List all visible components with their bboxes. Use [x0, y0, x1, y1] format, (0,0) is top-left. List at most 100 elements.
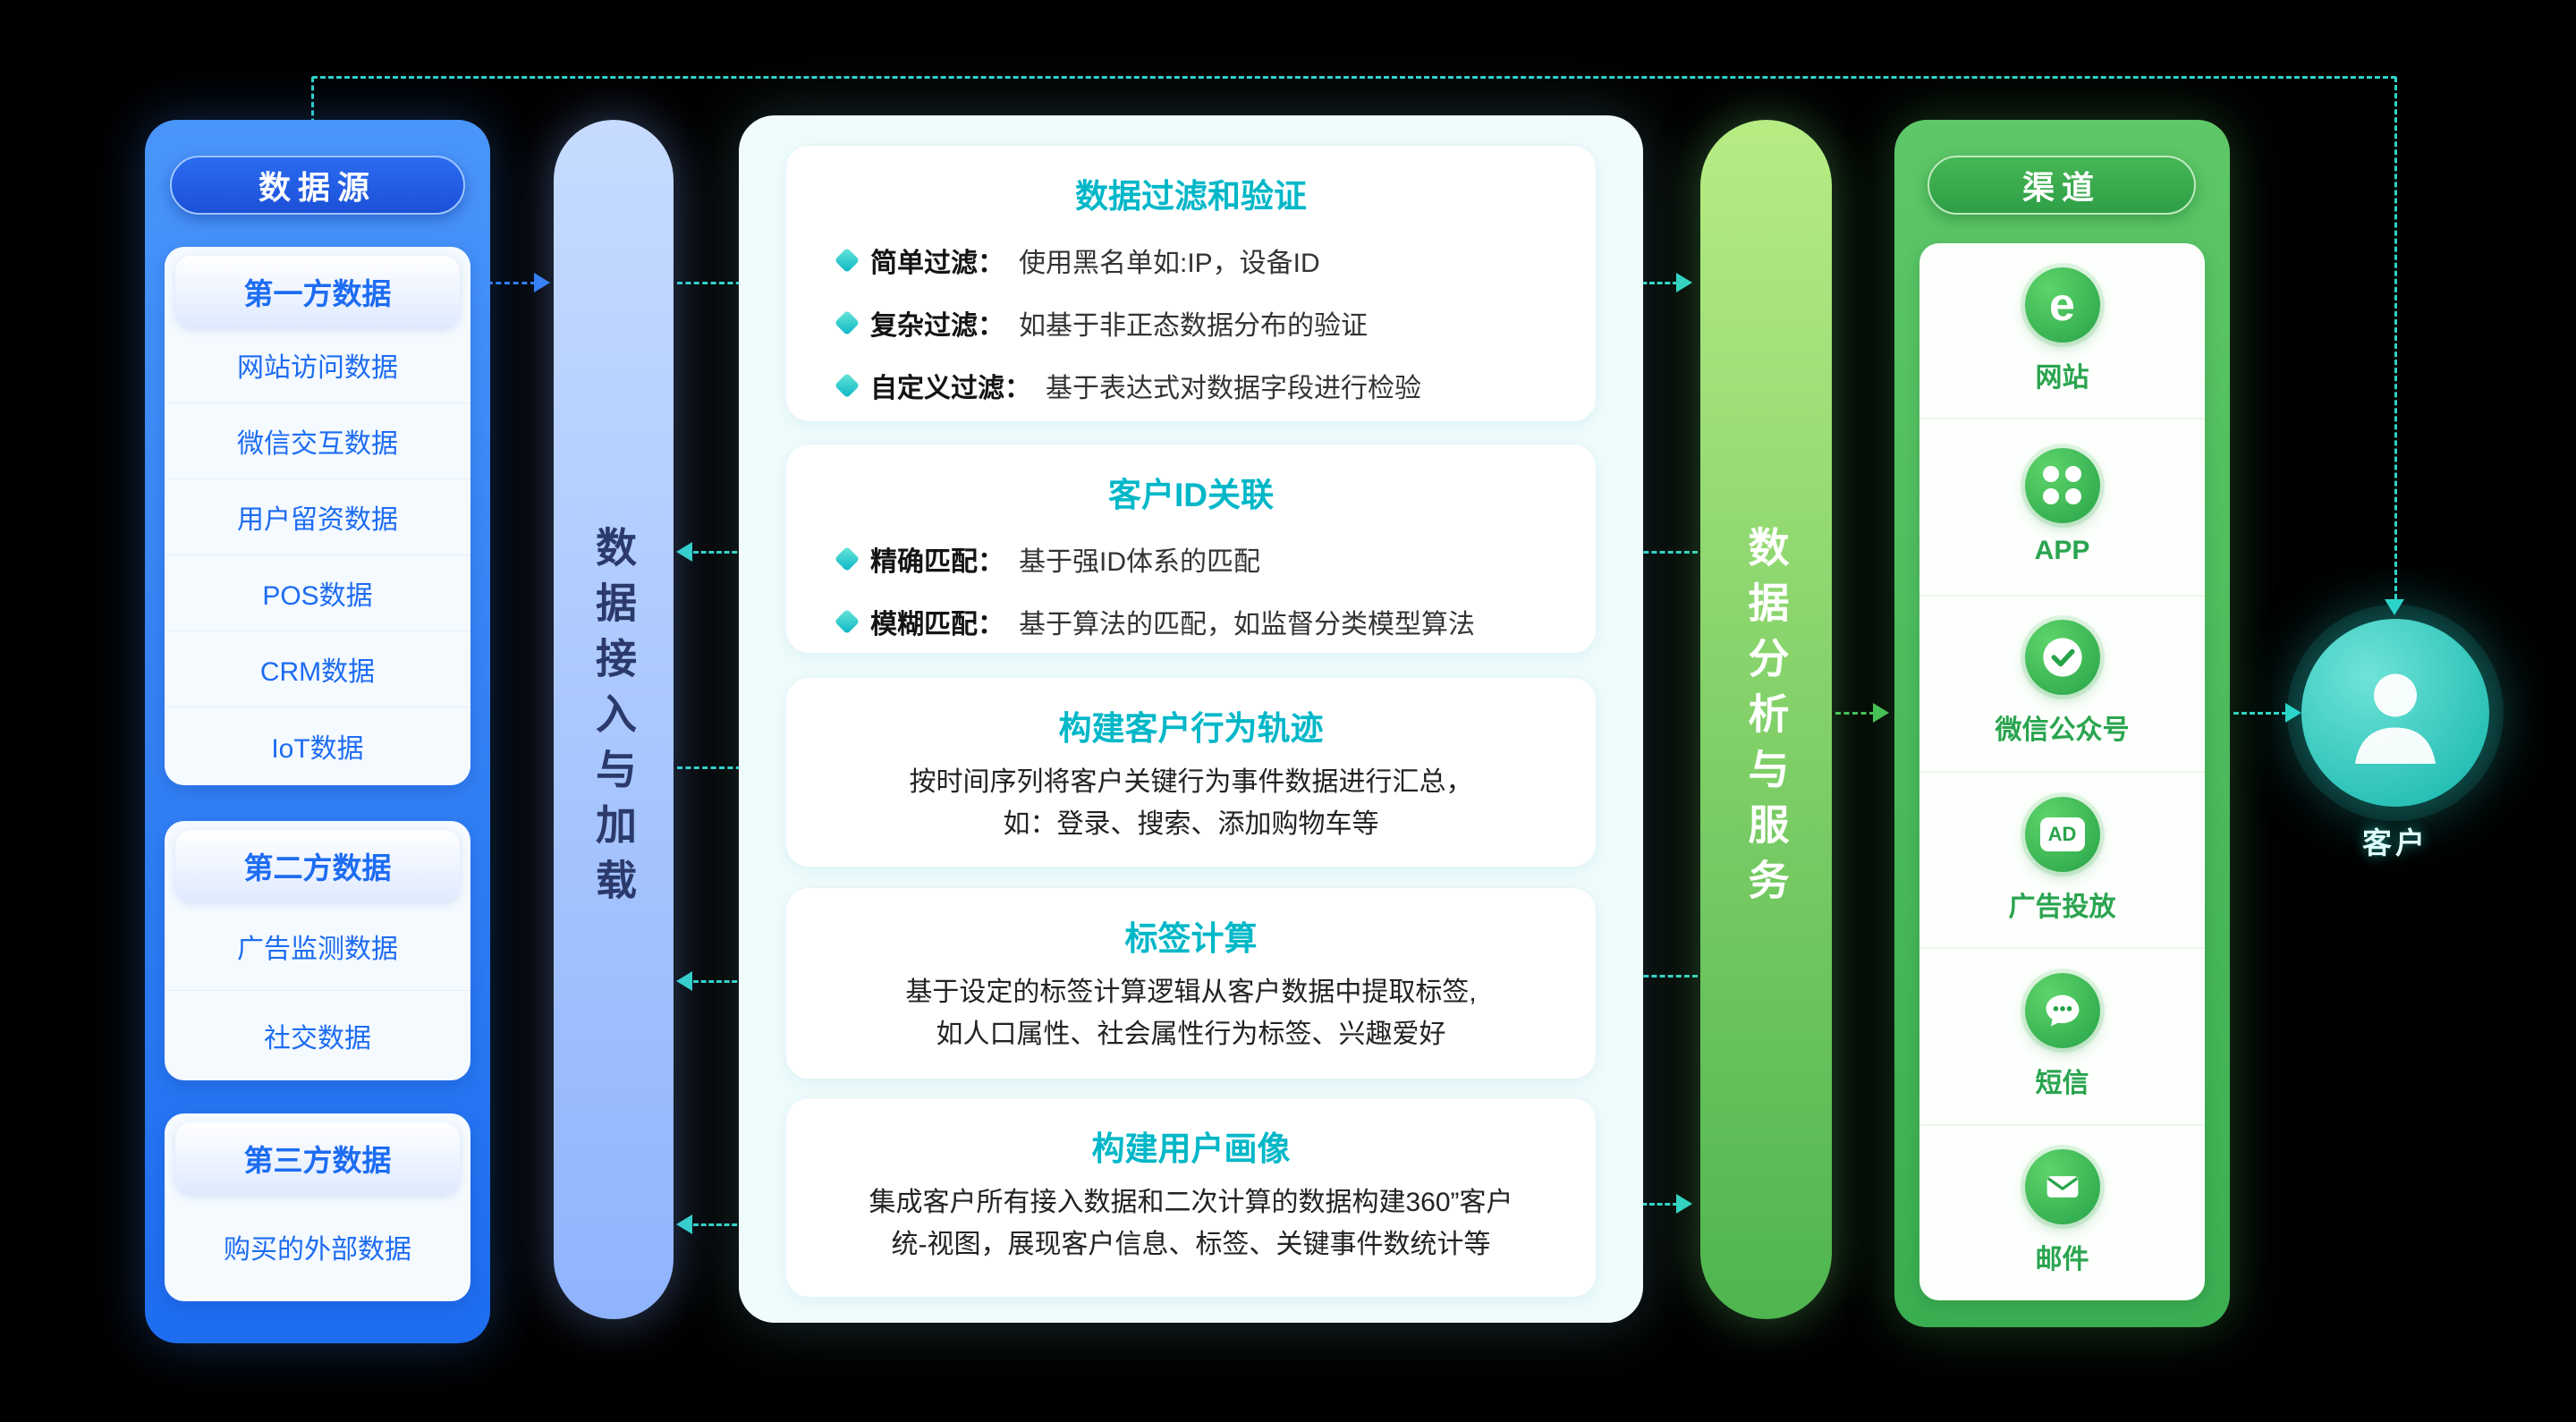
channel-label: 短信: [2035, 1068, 2089, 1098]
card-body: 基于设定的标签计算逻辑从客户数据中提取标签, 如人口属性、社会属性行为标签、兴趣…: [786, 972, 1596, 1055]
source-item: 用户留资数据: [165, 479, 470, 555]
tag-to-ingest-line: [693, 980, 784, 983]
channel-item-website: e 网站: [1919, 243, 2205, 420]
profile-to-ingest-line: [693, 1223, 784, 1226]
app-grid-dots: [2043, 466, 2081, 505]
feedback-loop-line-top: [312, 76, 2396, 79]
channels-to-customer-line: [2233, 712, 2287, 715]
bullet-label: 复杂过滤：: [870, 311, 1004, 341]
bullet-text: 基于强ID体系的匹配: [1019, 547, 1260, 577]
bullet-row: 自定义过滤： 基于表达式对数据字段进行检验: [834, 366, 1596, 405]
bullet-label: 精确匹配：: [870, 547, 1004, 577]
first-party-items: 网站访问数据 微信交互数据 用户留资数据 POS数据 CRM数据 IoT数据: [165, 327, 470, 783]
ad-icon: AD: [2024, 796, 2100, 872]
analysis-bar: 数据分析与服务: [1700, 120, 1832, 1319]
card-body-line: 如人口属性、社会属性行为标签、兴趣爱好: [936, 1019, 1446, 1049]
ingest-bar: 数据接入与加载: [554, 120, 674, 1319]
card-body-line: 如：登录、搜索、添加购物车等: [1003, 808, 1379, 839]
channel-label: 广告投放: [2008, 892, 2116, 922]
analysis-to-tag-line: [1619, 975, 1698, 978]
id-match-to-ingest-line: [693, 551, 784, 554]
diamond-bullet-icon: [834, 372, 860, 399]
feedback-loop-line-left: [311, 77, 314, 132]
diamond-bullet-icon: [834, 608, 860, 635]
bullet-row: 复杂过滤： 如基于非正态数据分布的验证: [834, 303, 1596, 343]
source-item: 微信交互数据: [165, 403, 470, 479]
bullet-text: 基于算法的匹配，如监督分类模型算法: [1019, 610, 1475, 639]
customer-label: 客户: [2362, 826, 2428, 859]
person-icon: [2355, 673, 2436, 764]
second-party-items: 广告监测数据 社交数据: [165, 901, 470, 1080]
browser-e-glyph: e: [2049, 278, 2075, 331]
card-id-association: 客户ID关联 精确匹配： 基于强ID体系的匹配 模糊匹配： 基于算法的匹配，如监…: [785, 444, 1597, 654]
data-sources-header: 数据源: [170, 156, 465, 215]
mail-icon: [2024, 1149, 2100, 1225]
bullet-row: 简单过滤： 使用黑名单如:IP，设备ID: [834, 241, 1596, 280]
card-title: 构建用户画像: [1091, 1130, 1291, 1167]
channel-label: 网站: [2035, 362, 2089, 393]
arrowhead-into-ingest-from-profile: [676, 1215, 692, 1234]
arrowhead-into-analysis-from-filter: [1676, 273, 1692, 292]
channel-item-app: APP: [1919, 419, 2205, 597]
source-item: 网站访问数据: [165, 327, 470, 403]
channel-item-sms: 短信: [1919, 949, 2205, 1126]
bullet-text: 基于表达式对数据字段进行检验: [1046, 374, 1421, 403]
first-party-group: 第一方数据 网站访问数据 微信交互数据 用户留资数据 POS数据 CRM数据 I…: [165, 247, 470, 785]
source-item: IoT数据: [271, 733, 364, 764]
arrowhead-into-customer: [2285, 703, 2301, 723]
channel-label: APP: [2034, 535, 2090, 565]
envelope-glyph: [2046, 1176, 2078, 1198]
card-body-line: 集成客户所有接入数据和二次计算的数据构建360”客户: [869, 1188, 1513, 1217]
card-filter-validation: 数据过滤和验证 简单过滤： 使用黑名单如:IP，设备ID 复杂过滤： 如基于非正…: [785, 145, 1597, 422]
bullet-row: 模糊匹配： 基于算法的匹配，如监督分类模型算法: [834, 602, 1596, 641]
card-title: 数据过滤和验证: [1075, 178, 1307, 215]
first-party-to-ingest-line: [479, 282, 536, 284]
sms-chat-icon: [2024, 972, 2100, 1048]
ingest-to-behavior-line: [677, 766, 767, 769]
card-title: 标签计算: [1124, 920, 1258, 957]
browser-e-icon: e: [2024, 267, 2100, 343]
badge-check-glyph: [2042, 638, 2082, 677]
source-item: POS数据: [165, 555, 470, 631]
arrowhead-into-channels: [1873, 703, 1889, 723]
ingest-to-filter-line: [677, 282, 767, 284]
channel-item-ad: AD 广告投放: [1919, 773, 2205, 950]
bullet-row: 精确匹配： 基于强ID体系的匹配: [834, 539, 1596, 579]
arrowhead-into-analysis-from-profile: [1676, 1194, 1692, 1214]
channel-label: 微信公众号: [1995, 715, 2130, 746]
third-party-items: 购买的外部数据: [165, 1194, 470, 1299]
channel-label: 邮件: [2035, 1245, 2089, 1275]
bullet-label: 模糊匹配：: [870, 610, 1004, 639]
channels-panel: 渠道 e 网站 APP 微信公众号: [1894, 120, 2230, 1327]
diamond-bullet-icon: [834, 309, 860, 336]
card-body: 集成客户所有接入数据和二次计算的数据构建360”客户 统-视图，展现客户信息、标…: [786, 1182, 1596, 1265]
analysis-to-id-match-line: [1619, 551, 1698, 554]
card-body-line: 统-视图，展现客户信息、标签、关键事件数统计等: [891, 1229, 1491, 1259]
processing-panel: 数据过滤和验证 简单过滤： 使用黑名单如:IP，设备ID 复杂过滤： 如基于非正…: [739, 115, 1643, 1323]
ingest-bar-label: 数据接入与加载: [590, 525, 637, 914]
card-body-line: 按时间序列将客户关键行为事件数据进行汇总，: [909, 767, 1473, 797]
bullet-label: 简单过滤：: [870, 249, 1004, 278]
ad-chip-text: AD: [2039, 817, 2085, 851]
arrowhead-into-customer-top: [2385, 599, 2404, 615]
card-title: 构建客户行为轨迹: [1058, 710, 1324, 747]
channel-item-email: 邮件: [1919, 1126, 2205, 1300]
bullet-text: 如基于非正态数据分布的验证: [1019, 311, 1368, 341]
source-item: 社交数据: [264, 1024, 371, 1054]
customer: 客户: [2301, 619, 2489, 862]
card-user-profile: 构建用户画像 集成客户所有接入数据和二次计算的数据构建360”客户 统-视图，展…: [785, 1097, 1597, 1298]
card-body: 按时间序列将客户关键行为事件数据进行汇总， 如：登录、搜索、添加购物车等: [786, 762, 1596, 845]
card-title: 客户ID关联: [1108, 477, 1274, 513]
card-body-line: 基于设定的标签计算逻辑从客户数据中提取标签,: [905, 978, 1477, 1007]
channels-list: e 网站 APP 微信公众号 AD: [1919, 243, 2205, 1300]
third-party-title: 第三方数据: [175, 1122, 460, 1194]
arrowhead-into-ingest-bar: [534, 273, 550, 292]
second-party-group: 第二方数据 广告监测数据 社交数据: [165, 821, 470, 1080]
second-party-title: 第二方数据: [175, 830, 460, 901]
feedback-loop-line-right: [2394, 77, 2397, 599]
source-item: 广告监测数据: [165, 901, 470, 991]
wechat-official-badge-icon: [2024, 620, 2100, 696]
app-grid-icon: [2024, 447, 2100, 523]
bullet-label: 自定义过滤：: [870, 374, 1031, 403]
